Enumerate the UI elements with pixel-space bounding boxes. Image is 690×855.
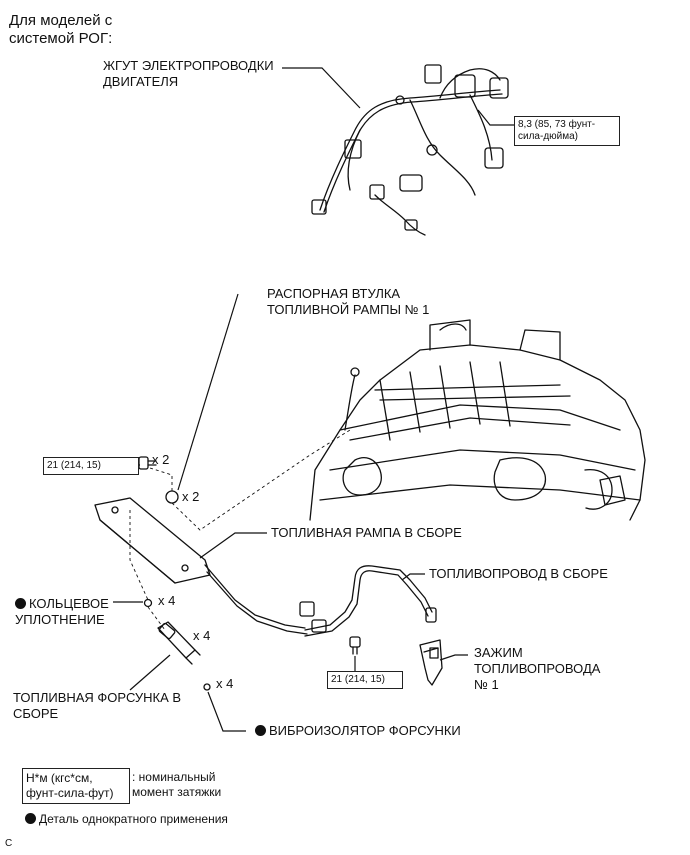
fuel-pipe-illustration (299, 565, 437, 637)
qty-spacer: x 2 (182, 489, 200, 504)
label-fuel-rail-spacer: РАСПОРНАЯ ВТУЛКА ТОПЛИВНОЙ РАМПЫ № 1 (267, 286, 430, 317)
single-use-marker (255, 725, 266, 736)
qty-bolt: x 2 (152, 452, 170, 467)
legend-torque-box: Н*м (кгс*см, фунт-сила-фут) (22, 768, 130, 804)
leader-lines (113, 67, 515, 732)
label-fuel-rail: ТОПЛИВНАЯ РАМПА В СБОРЕ (271, 525, 462, 540)
o-ring-illustration (143, 598, 153, 608)
engine-wire-harness-illustration (311, 64, 509, 236)
label-fuel-injector: ТОПЛИВНАЯ ФОРСУНКА В СБОРЕ (13, 690, 182, 721)
label-fuel-pipe: ТОПЛИВОПРОВОД В СБОРЕ (429, 566, 608, 581)
pipe-bolt-illustration (349, 636, 361, 655)
insulator-illustration (203, 683, 211, 691)
torque-rail-bolt: 21 (214, 15) (43, 457, 139, 475)
assembly-guide-lines (129, 429, 351, 631)
single-use-marker (25, 813, 36, 824)
label-o-ring: КОЛЬЦЕВОЕ УПЛОТНЕНИЕ (15, 596, 109, 627)
single-use-marker (15, 598, 26, 609)
legend-torque-description: : номинальный момент затяжки (132, 770, 222, 799)
spacer-illustration (165, 490, 179, 504)
label-injector-insulator: ВИБРОИЗОЛЯТОР ФОРСУНКИ (255, 723, 461, 739)
models-note: Для моделей с системой РОГ: (9, 12, 113, 47)
torque-harness: 8,3 (85, 73 фунт- сила-дюйма) (514, 116, 620, 146)
pipe-clamp-illustration (419, 639, 443, 686)
rail-bolt-illustration (138, 456, 157, 470)
qty-o-ring: x 4 (158, 593, 176, 608)
engine-block-illustration (309, 319, 646, 521)
fuel-rail-illustration (94, 497, 308, 635)
figure-code: C (5, 838, 13, 849)
label-pipe-clamp: ЗАЖИМ ТОПЛИВОПРОВОДА № 1 (474, 645, 601, 692)
qty-injector: x 4 (193, 628, 211, 643)
label-engine-wire-harness: ЖГУТ ЭЛЕКТРОПРОВОДКИ ДВИГАТЕЛЯ (103, 58, 274, 89)
qty-insulator: x 4 (216, 676, 234, 691)
injector-illustration (157, 621, 201, 665)
legend-single-use: Деталь однократного применения (25, 811, 228, 827)
torque-pipe-bolt: 21 (214, 15) (327, 671, 403, 689)
